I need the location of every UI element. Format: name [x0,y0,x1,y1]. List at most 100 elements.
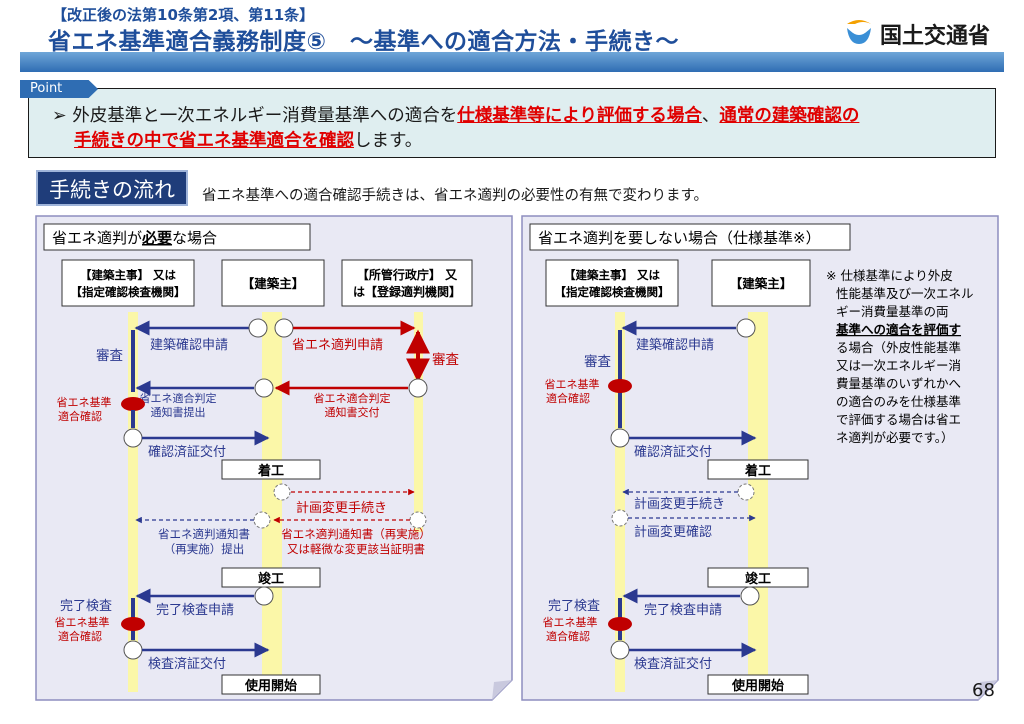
left-label-notice-2: 通知書交付 [325,405,380,419]
left-label-energy-application: 省エネ適判申請 [292,337,383,353]
lane-authority [414,312,423,532]
right-label-use-start: 使用開始 [731,678,784,694]
left-label-start: 着工 [257,463,284,479]
note-line: ギー消費量基準の両 [836,304,949,319]
right-panel: 省エネ適判を要しない場合（仕様基準※） 【建築主事】 又は 【指定確認検査機関】… [521,215,999,701]
node [123,428,143,448]
left-label-check2: 省エネ基準 [55,615,110,629]
right-label-review: 審査 [584,354,612,370]
node [610,428,630,448]
page-title: 省エネ基準適合義務制度⑤ ～基準への適合方法・手続き～ [48,29,679,55]
left-heading: 省エネ適判が必要な場合 [52,229,217,247]
node [273,483,291,501]
point-box [28,88,996,158]
left-label-inspect-done: 完了検査 [60,599,112,614]
left-label-review: 審査 [96,348,123,364]
left-label-submit-2: 通知書提出 [151,405,206,419]
left-label-notice: 省エネ適合判定 [314,391,391,405]
note-line: 又は一次エネルギー消 [836,358,961,373]
node [253,511,271,529]
node [737,483,755,501]
note-line: の適合のみを仕様基準 [836,394,961,409]
right-label-inspect-done: 完了検査 [548,599,600,614]
point-text-part: します。 [354,131,423,151]
right-actor-owner: 【建築主】 [730,276,793,291]
check-marker [121,397,145,411]
point-text: ➢ 外皮基準と一次エネルギー消費量基準への適合を仕様基準等により評価する場合、通… [52,104,982,154]
ministry-logo-icon [847,20,871,44]
node [740,586,760,606]
left-actor-official-alt: 【指定確認検査機関】 [71,285,186,299]
node [254,378,274,398]
check-marker [608,379,632,393]
check-marker [608,617,632,631]
node [248,318,268,338]
right-label-check: 省エネ基準 [545,377,600,391]
node [274,318,294,338]
right-label-start: 着工 [744,463,771,479]
right-label-change: 計画変更手続き [634,496,725,512]
check-marker [121,617,145,631]
left-label-review2: 審査 [432,352,459,368]
left-actor-owner: 【建築主】 [242,276,305,291]
left-label-inspect-app: 完了検査申請 [156,603,234,618]
left-label-check-2: 適合確認 [58,409,102,423]
flow-description: 省エネ基準への適合確認手続きは、省エネ適判の必要性の有無で変わります。 [202,188,709,204]
note-line: 費量基準のいずれかへ [836,376,961,391]
bullet-arrow-icon: ➢ [52,106,67,126]
left-label-application: 建築確認申請 [150,337,228,353]
page-subtitle: 【改正後の法第10条第2項、第11条】 [52,6,315,24]
left-label-renotice: 省エネ適判通知書 [158,527,250,541]
left-actor-authority-alt: は【登録適判機関】 [353,284,461,299]
left-label-renotice-authority-2: 又は軽微な変更該当証明書 [287,542,425,556]
left-label-inspect-cert: 検査済証交付 [148,656,226,672]
left-label-renotice-authority: 省エネ適判通知書（再実施） [281,527,431,541]
left-actor-authority: 【所管行政庁】 又 [357,267,458,282]
right-label-change-confirm: 計画変更確認 [634,524,712,540]
lane-official [615,312,625,692]
right-label-complete: 竣工 [745,571,771,587]
right-label-check2-2: 適合確認 [546,629,590,643]
point-highlight-normal: 通常の建築確認の [719,106,860,126]
right-actor-official-alt: 【指定確認検査機関】 [555,285,670,299]
right-actor-official: 【建築主事】 又は [564,268,661,282]
left-label-cert: 確認済証交付 [148,444,226,460]
page-number: 68 [972,680,995,701]
title-underline-bar [20,52,1004,72]
right-label-application: 建築確認申請 [636,337,714,353]
lane-owner [262,312,282,692]
note-line: 性能基準及び一次エネル [836,286,974,301]
node [611,509,629,527]
point-text-part: 、 [701,106,720,126]
right-heading: 省エネ適判を要しない場合（仕様基準※） [538,229,821,247]
left-label-submit: 省エネ適合判定 [140,391,217,405]
flow-tag: 手続きの流れ [36,170,188,206]
left-label-check2-2: 適合確認 [58,629,102,643]
node [123,640,143,660]
node [736,318,756,338]
left-label-renotice-2: （再実施）提出 [164,542,245,556]
left-label-complete: 竣工 [258,571,284,587]
left-actor-official: 【建築主事】 又は [80,268,177,282]
point-highlight-procedure: 手続きの中で省エネ基準適合を確認 [74,131,354,151]
right-label-cert: 確認済証交付 [634,444,712,460]
ministry-logo-text: 国土交通省 [880,24,991,49]
left-label-use-start: 使用開始 [244,678,297,694]
right-label-inspect-app: 完了検査申請 [644,603,722,618]
note-line: ※ 仕様基準により外皮 [826,268,953,283]
note-line: 基準への適合を評価す [835,322,961,337]
point-tag: Point [20,80,98,98]
node [610,640,630,660]
note-line: で評価する場合は省エ [836,412,961,427]
right-note: ※ 仕様基準により外皮 性能基準及び一次エネル ギー消費量基準の両 基準への適合… [826,268,974,445]
note-line: ネ適判が必要です。） [836,430,954,445]
lane-official [128,312,138,692]
node [409,511,427,529]
left-label-change: 計画変更手続き [296,500,387,516]
node [408,378,428,398]
right-label-check2: 省エネ基準 [543,615,598,629]
point-highlight-spec: 仕様基準等により評価する場合 [457,106,702,126]
point-text-part: 外皮基準と一次エネルギー消費量基準への適合を [72,106,458,126]
node [254,586,274,606]
